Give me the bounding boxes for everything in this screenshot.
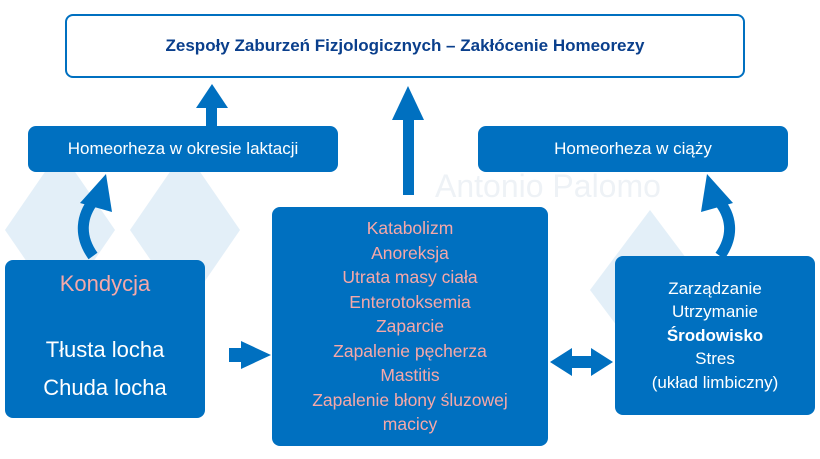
disorder-item: Katabolizm [366, 218, 454, 239]
watermark-text: Antonio Palomo [435, 168, 661, 204]
disorder-item: Zaparcie [375, 316, 445, 337]
up-arrow-center [392, 86, 424, 195]
disorder-item: Zapalenie błony śluzowej [312, 389, 508, 410]
double-arrow [550, 348, 613, 376]
factor-item: Środowisko [666, 325, 764, 345]
right-arrow [229, 341, 271, 369]
disorders-box: Katabolizm Anoreksja Utrata masy ciała E… [272, 207, 548, 446]
factor-item: Zarządzanie [668, 278, 762, 298]
title-box: Zespoły Zaburzeń Fizjologicznych – Zakłó… [65, 14, 745, 78]
condition-item: Chuda locha [43, 375, 167, 400]
disorder-item: Enterotoksemia [349, 291, 471, 312]
factor-item: (układ limbiczny) [651, 372, 779, 392]
factors-box: Zarządzanie Utrzymanie Środowisko Stres … [615, 256, 815, 415]
disorder-item: Anoreksja [371, 242, 449, 263]
condition-heading: Kondycja [59, 271, 151, 296]
condition-box: Kondycja Tłusta locha Chuda locha [5, 260, 205, 418]
disorder-item: Zapalenie pęcherza [333, 340, 487, 361]
up-arrow-lactation [196, 84, 228, 126]
lactation-box: Homeorheza w okresie laktacji [28, 126, 338, 172]
curved-arrow-left [77, 174, 112, 260]
pregnancy-box: Homeorheza w ciąży [478, 126, 788, 172]
condition-item: Tłusta locha [45, 337, 165, 362]
curved-arrow-right [701, 174, 736, 260]
disorder-item: macicy [382, 414, 438, 435]
factor-item: Utrzymanie [672, 302, 758, 322]
disorder-item: Mastitis [380, 365, 440, 386]
factor-item: Stres [695, 349, 735, 369]
disorder-item: Utrata masy ciała [342, 267, 478, 288]
